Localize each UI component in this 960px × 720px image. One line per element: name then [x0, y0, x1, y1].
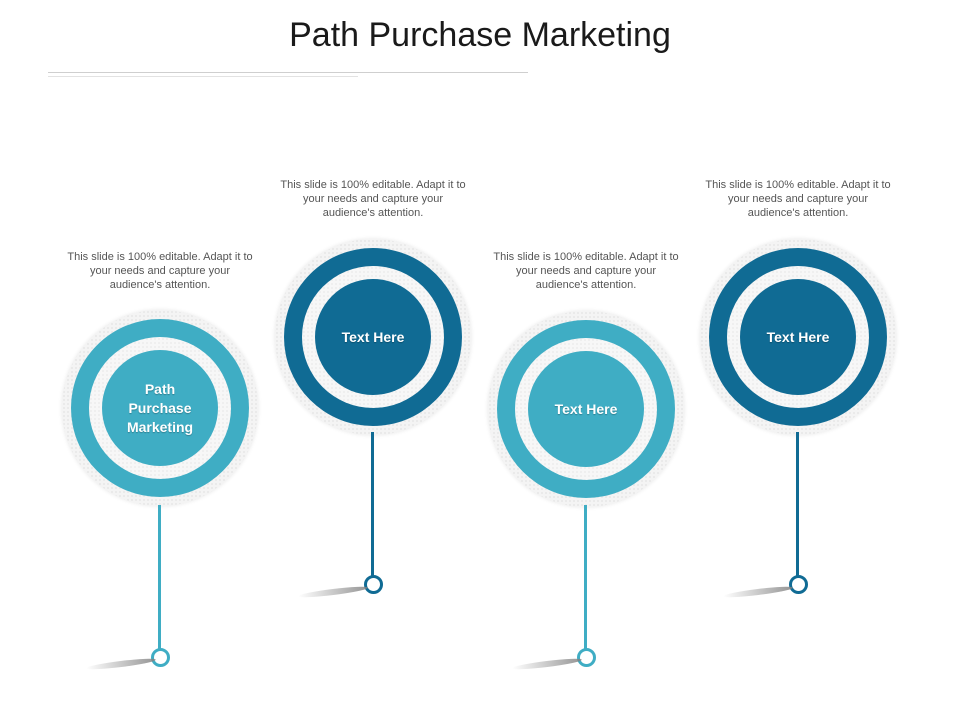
step-2-circle: Text Here [275, 239, 471, 435]
step-2-shadow [297, 584, 369, 600]
title-divider [48, 72, 528, 73]
step-3-stem [584, 505, 587, 649]
step-2-end-dot [364, 575, 383, 594]
step-2-stem [371, 432, 374, 576]
step-1-end-dot [151, 648, 170, 667]
step-4-label: Text Here [766, 328, 830, 345]
title-divider-short [48, 76, 358, 77]
step-1-shadow [85, 656, 157, 672]
step-3-end-dot [577, 648, 596, 667]
step-1-circle: Path Purchase Marketing [62, 310, 258, 506]
step-4-stem [796, 432, 799, 576]
step-3-circle: Text Here [488, 311, 684, 507]
step-1-description: This slide is 100% editable. Adapt it to… [67, 251, 253, 291]
step-1-label: Path Purchase Marketing [126, 380, 194, 435]
step-3-description: This slide is 100% editable. Adapt it to… [493, 251, 679, 291]
step-2-label: Text Here [341, 328, 405, 345]
step-4-shadow [722, 584, 794, 600]
step-2-description: This slide is 100% editable. Adapt it to… [280, 179, 466, 219]
step-4-circle: Text Here [700, 239, 896, 435]
step-3-shadow [511, 656, 583, 672]
step-3-label: Text Here [554, 400, 618, 417]
slide-title: Path Purchase Marketing [289, 16, 671, 54]
step-4-description: This slide is 100% editable. Adapt it to… [705, 179, 891, 219]
step-4-end-dot [789, 575, 808, 594]
step-1-stem [158, 505, 161, 649]
